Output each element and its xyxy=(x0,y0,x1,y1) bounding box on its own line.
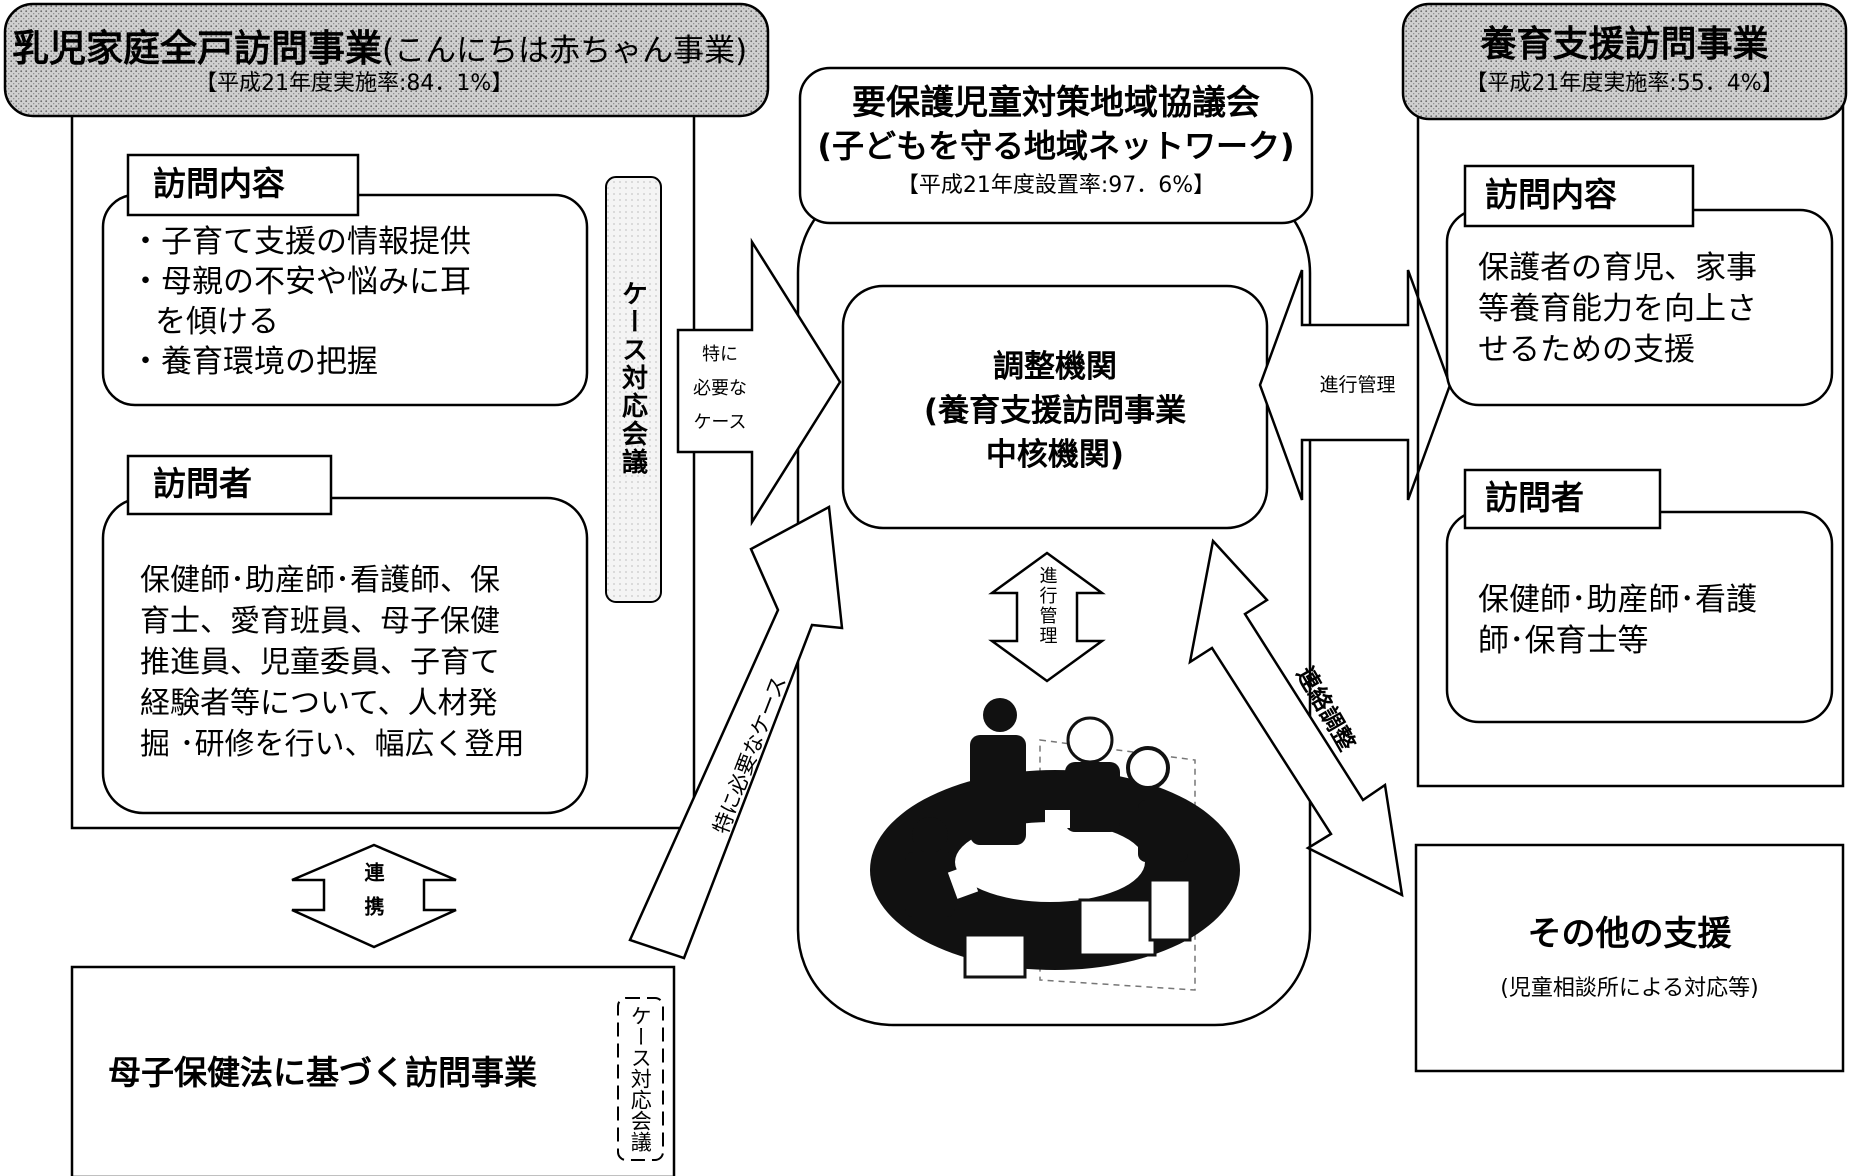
left-program-title: 乳児家庭全戸訪問事業(こんにちは赤ちゃん事業) xyxy=(12,26,747,72)
left-visitor-box xyxy=(101,496,589,815)
left-visit-content-list: ・子育て支援の情報提供 ・母親の不安や悩みに耳 を傾ける ・養育環境の把握 xyxy=(130,222,471,382)
left-visitor-text: 保健師･助産師･看護師、保 育士、愛育班員、母子保健 推進員、児童委員、子育て … xyxy=(140,560,525,765)
left-visit-content-label: 訪問内容 xyxy=(153,164,285,203)
other-support-title: その他の支援 xyxy=(1527,914,1732,954)
left-visitor-label: 訪問者 xyxy=(153,464,252,503)
right-program-header xyxy=(1401,2,1848,121)
right-visit-content-line: 等養育能力を向上さ xyxy=(1478,291,1757,327)
left-visitor-line: 保健師･助産師･看護師、保 xyxy=(140,563,500,598)
right-visitor-label: 訪問者 xyxy=(1485,478,1584,517)
coord-line: 調整機関 xyxy=(993,349,1117,385)
left-visit-content-item: ・子育て支援の情報提供 xyxy=(130,224,471,260)
progress-right-label: 進行管理 xyxy=(1319,374,1396,396)
right-visit-content-label-box xyxy=(1463,164,1695,228)
maternal-case-meeting-label: ケース対応会議 xyxy=(628,1005,653,1152)
meeting-illustration xyxy=(870,698,1240,991)
cooperation-label: 連携 xyxy=(361,862,385,930)
maternal-title: 母子保健法に基づく訪問事業 xyxy=(108,1053,537,1092)
left-visitor-line: 推進員、児童委員、子育て xyxy=(140,645,500,680)
center-title-box xyxy=(798,66,1314,225)
left-program-header xyxy=(3,2,770,118)
left-visit-content-label-box xyxy=(126,153,360,217)
center-rate: 【平成21年度設置率:97．6%】 xyxy=(896,173,1216,198)
left-visit-content-item: ・母親の不安や悩みに耳 xyxy=(130,264,471,300)
right-visit-content-text: 保護者の育児、家事 等養育能力を向上さ せるための支援 xyxy=(1478,248,1757,371)
progress-vertical-arrow xyxy=(988,551,1106,683)
right-visit-content-line: せるための支援 xyxy=(1478,332,1695,368)
right-program-rate: 【平成21年度実施率:55．4%】 xyxy=(1465,71,1784,96)
center-title-line2: (子どもを守る地域ネットワーク) xyxy=(817,127,1295,165)
cooperation-arrow xyxy=(291,843,457,949)
progress-vertical-label: 進行管理 xyxy=(1036,566,1058,646)
other-support-sub: (児童相談所による対応等) xyxy=(1500,976,1759,1001)
maternal-case-meeting-box xyxy=(617,997,664,1161)
special-case-line: 必要な xyxy=(693,378,747,399)
left-program-rate: 【平成21年度実施率:84．1%】 xyxy=(195,71,514,96)
right-visit-content-line: 保護者の育児、家事 xyxy=(1478,250,1757,286)
left-visitor-label-box xyxy=(126,454,333,516)
left-visit-content-item: ・養育環境の把握 xyxy=(130,344,378,380)
special-case-line: ケース xyxy=(693,412,747,433)
coord-line: 中核機関) xyxy=(985,437,1125,473)
case-meeting-label: ケース対応会議 xyxy=(617,280,648,476)
right-visitor-line: 師･保育士等 xyxy=(1478,623,1649,659)
right-visitor-label-box xyxy=(1463,468,1662,530)
right-visitor-text: 保健師･助産師･看護 師･保育士等 xyxy=(1478,580,1757,662)
special-case-diagonal-arrow xyxy=(628,505,844,960)
special-case-arrow-label: 特に 必要な ケース xyxy=(690,338,750,440)
right-program-title: 養育支援訪問事業 xyxy=(1480,24,1769,65)
left-visit-content-item: を傾ける xyxy=(155,304,279,340)
liaison-arrow xyxy=(1188,538,1404,898)
coordinating-body-text: 調整機関 (養育支援訪問事業 中核機関) xyxy=(843,345,1267,477)
left-program-title-main: 乳児家庭全戸訪問事業 xyxy=(12,27,382,70)
right-visitor-line: 保健師･助産師･看護 xyxy=(1478,582,1757,618)
left-visitor-line: 経験者等について、人材発 xyxy=(140,686,498,721)
maternal-box xyxy=(70,965,676,1176)
special-case-line: 特に xyxy=(702,344,738,365)
left-visitor-line: 掘 ･研修を行い、幅広く登用 xyxy=(140,727,525,762)
left-visitor-line: 育士、愛育班員、母子保健 xyxy=(140,604,500,639)
coord-line: (養育支援訪問事業 xyxy=(923,393,1187,429)
center-title-line1: 要保護児童対策地域協議会 xyxy=(852,83,1260,123)
case-meeting-box xyxy=(605,176,662,603)
special-case-arrow xyxy=(676,237,842,527)
other-support-box xyxy=(1414,843,1845,1073)
progress-right-arrow xyxy=(1258,269,1452,501)
left-program-title-sub: (こんにちは赤ちゃん事業) xyxy=(382,33,748,69)
right-visit-content-label: 訪問内容 xyxy=(1485,175,1617,214)
